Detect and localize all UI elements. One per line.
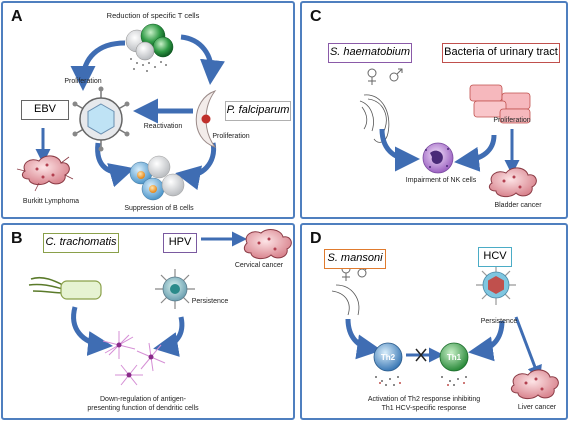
hpv-box: HPV (163, 233, 197, 253)
panel-b-graphics (28, 229, 292, 386)
reactivation-label: Reactivation (143, 123, 183, 130)
inhibit-x-icon (415, 348, 427, 362)
panel-d: D S. mansoni HCV Persistence Th2 Th1 Act… (300, 223, 568, 420)
panel-c-letter: C (310, 8, 322, 25)
hpv-virus-icon (155, 269, 195, 309)
b-cells-icon (129, 155, 185, 201)
dendritic-cells-icon (102, 331, 166, 386)
dendritic-nuclei-icon (116, 342, 154, 378)
burkitt-label: Burkitt Lymphoma (22, 198, 80, 205)
panel-a: A Reduction of specific T cells EBV P. f… (1, 1, 295, 219)
s-mansoni-box: S. mansoni (324, 249, 386, 269)
t-cells-label: Reduction of specific T cells (106, 11, 200, 20)
pf-box: P. falciparum (225, 101, 291, 121)
cervical-label: Cervical cancer (234, 262, 284, 269)
th2-label: Th2 (380, 353, 396, 362)
activation-label-1: Activation of Th2 response inhibiting (367, 396, 481, 403)
nk-label: Impairment of NK cells (405, 177, 477, 184)
nk-cell-icon (422, 142, 454, 174)
downregulation-label-1: Down-regulation of antigen- (100, 396, 186, 403)
downregulation-label-2: presenting function of dendritic cells (87, 405, 199, 412)
ebv-box: EBV (21, 100, 69, 120)
tumor-icon (16, 155, 74, 192)
worm-icon (359, 94, 390, 143)
panel-b-letter: B (11, 230, 23, 247)
th1-label: Th1 (446, 353, 462, 362)
ebv-virus-icon (72, 86, 130, 152)
chlamydia-icon (28, 276, 102, 300)
activation-label-2: Th1 HCV-specific response (381, 405, 467, 412)
gender-symbols-icon (367, 68, 403, 85)
th1-cell-icon (439, 342, 469, 372)
bladder-label: Bladder cancer (494, 202, 542, 209)
panel-c-graphics (359, 68, 537, 198)
persistence-label: Persistence (191, 298, 229, 305)
proliferation-left-label: Proliferation (64, 78, 102, 85)
tumor-icon (510, 369, 559, 400)
persistence-label: Persistence (480, 318, 518, 325)
liver-label: Liver cancer (517, 404, 557, 411)
panel-b: B C. trachomatis HPV Cervical cancer Per… (1, 223, 295, 420)
th2-cell-icon (373, 342, 403, 372)
proliferation-label: Proliferation (493, 117, 531, 124)
bacteria-icon (469, 84, 531, 124)
proliferation-right-label: Proliferation (212, 133, 250, 140)
panel-d-letter: D (310, 230, 322, 247)
hcv-virus-icon (476, 265, 516, 305)
worm-icon (331, 284, 360, 316)
t-cells-icon (125, 23, 174, 72)
panel-a-graphics (16, 23, 225, 201)
panel-d-graphics (331, 264, 559, 400)
bacteria-box: Bacteria of urinary tract (442, 43, 560, 63)
c-trachomatis-box: C. trachomatis (43, 233, 119, 253)
suppression-label: Suppression of B cells (124, 205, 194, 212)
tumor-icon (488, 167, 537, 198)
panel-c: C S. haematobium Bacteria of urinary tra… (300, 1, 568, 219)
hcv-box: HCV (478, 247, 512, 267)
panel-a-letter: A (11, 8, 23, 25)
s-haematobium-box: S. haematobium (328, 43, 412, 63)
plasmodium-icon (195, 90, 217, 148)
tumor-icon (243, 229, 292, 260)
